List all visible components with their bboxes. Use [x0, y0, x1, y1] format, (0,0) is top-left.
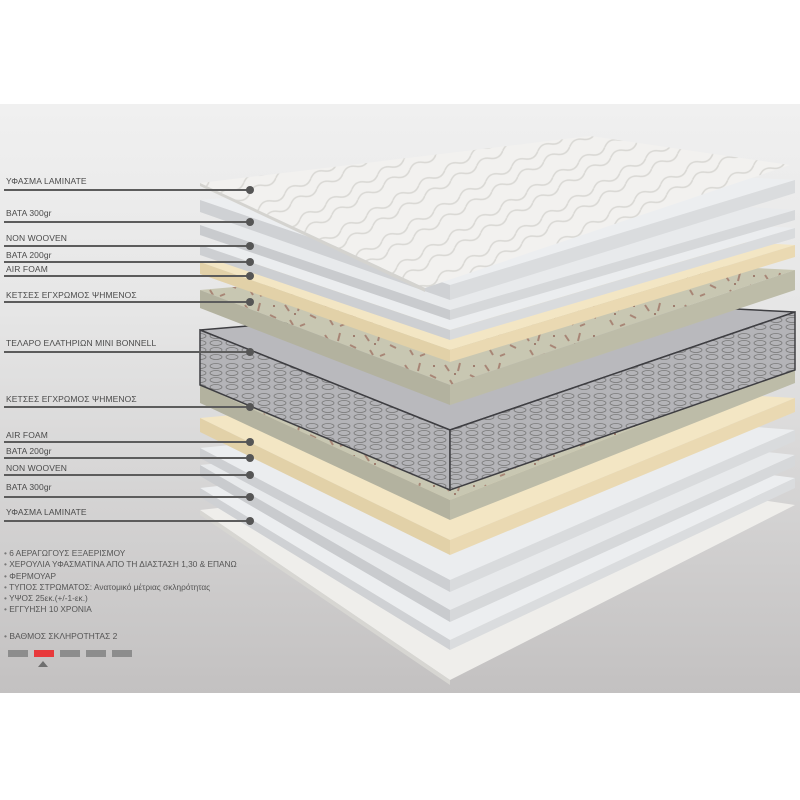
- feature-item: ΧΕΡΟΥΛΙΑ ΥΦΑΣΜΑΤΙΝΑ ΑΠΟ ΤΗ ΔΙΑΣΤΑΣΗ 1,30…: [4, 559, 237, 570]
- label-bottom-fabric: ΥΦΑΣΜΑ LAMINATE: [6, 507, 87, 517]
- leader-dot-icon: [246, 242, 254, 250]
- feature-list: 6 ΑΕΡΑΓΩΓΟΥΣ ΕΞΑΕΡΙΣΜΟΥ ΧΕΡΟΥΛΙΑ ΥΦΑΣΜΑΤ…: [4, 548, 237, 616]
- label-spring-frame: ΤΕΛΑΡΟ ΕΛΑΤΗΡΙΩΝ MINI BONNELL: [6, 338, 157, 348]
- label-top-wadding-300: ΒΑΤΑ 300gr: [6, 208, 52, 218]
- leader-line: [4, 245, 250, 247]
- feature-item: ΦΕΡΜΟΥΑΡ: [4, 571, 237, 582]
- hardness-segment-3: [60, 650, 80, 657]
- hardness-segment-2-active: [34, 650, 54, 657]
- label-top-nonwoven: NON WOOVEN: [6, 233, 67, 243]
- leader-dot-icon: [246, 298, 254, 306]
- leader-line: [4, 457, 250, 459]
- leader-dot-icon: [246, 517, 254, 525]
- leader-dot-icon: [246, 493, 254, 501]
- label-bottom-nonwoven: NON WOOVEN: [6, 463, 67, 473]
- leader-dot-icon: [246, 348, 254, 356]
- leader-line: [4, 496, 250, 498]
- label-bottom-wadding-300: ΒΑΤΑ 300gr: [6, 482, 52, 492]
- hardness-segment-5: [112, 650, 132, 657]
- leader-line: [4, 221, 250, 223]
- label-top-fabric: ΥΦΑΣΜΑ LAMINATE: [6, 176, 87, 186]
- leader-dot-icon: [246, 403, 254, 411]
- hardness-title: ΒΑΘΜΟΣ ΣΚΛΗΡΟΤΗΤΑΣ 2: [4, 631, 117, 641]
- leader-dot-icon: [246, 438, 254, 446]
- feature-item: 6 ΑΕΡΑΓΩΓΟΥΣ ΕΞΑΕΡΙΣΜΟΥ: [4, 548, 237, 559]
- label-top-felt: ΚΕΤΣΕΣ ΕΓΧΡΩΜΟΣ ΨΗΜΕΝΟΣ: [6, 290, 137, 300]
- hardness-scale: [8, 650, 132, 657]
- layer-top-fabric: [200, 136, 790, 292]
- leader-line: [4, 441, 250, 443]
- leader-line: [4, 275, 250, 277]
- label-bottom-felt: ΚΕΤΣΕΣ ΕΓΧΡΩΜΟΣ ΨΗΜΕΝΟΣ: [6, 394, 137, 404]
- label-bottom-wadding-200: ΒΑΤΑ 200gr: [6, 446, 52, 456]
- label-top-air-foam: AIR FOAM: [6, 264, 48, 274]
- feature-item: ΥΨΟΣ 25εκ.(+/-1-εκ.): [4, 593, 237, 604]
- leader-line: [4, 351, 250, 353]
- leader-dot-icon: [246, 471, 254, 479]
- leader-dot-icon: [246, 272, 254, 280]
- hardness-pointer-triangle-icon: [38, 661, 48, 667]
- label-top-wadding-200: ΒΑΤΑ 200gr: [6, 250, 52, 260]
- hardness-segment-4: [86, 650, 106, 657]
- hardness-segment-1: [8, 650, 28, 657]
- leader-dot-icon: [246, 454, 254, 462]
- leader-dot-icon: [246, 258, 254, 266]
- leader-line: [4, 301, 250, 303]
- leader-dot-icon: [246, 186, 254, 194]
- leader-line: [4, 189, 250, 191]
- leader-line: [4, 520, 250, 522]
- feature-item: ΤΥΠΟΣ ΣΤΡΩΜΑΤΟΣ: Ανατομικό μέτριας σκληρ…: [4, 582, 237, 593]
- leader-line: [4, 474, 250, 476]
- leader-dot-icon: [246, 218, 254, 226]
- leader-line: [4, 406, 250, 408]
- label-bottom-air-foam: AIR FOAM: [6, 430, 48, 440]
- leader-line: [4, 261, 250, 263]
- feature-item: ΕΓΓΥΗΣΗ 10 ΧΡΟΝΙΑ: [4, 604, 237, 615]
